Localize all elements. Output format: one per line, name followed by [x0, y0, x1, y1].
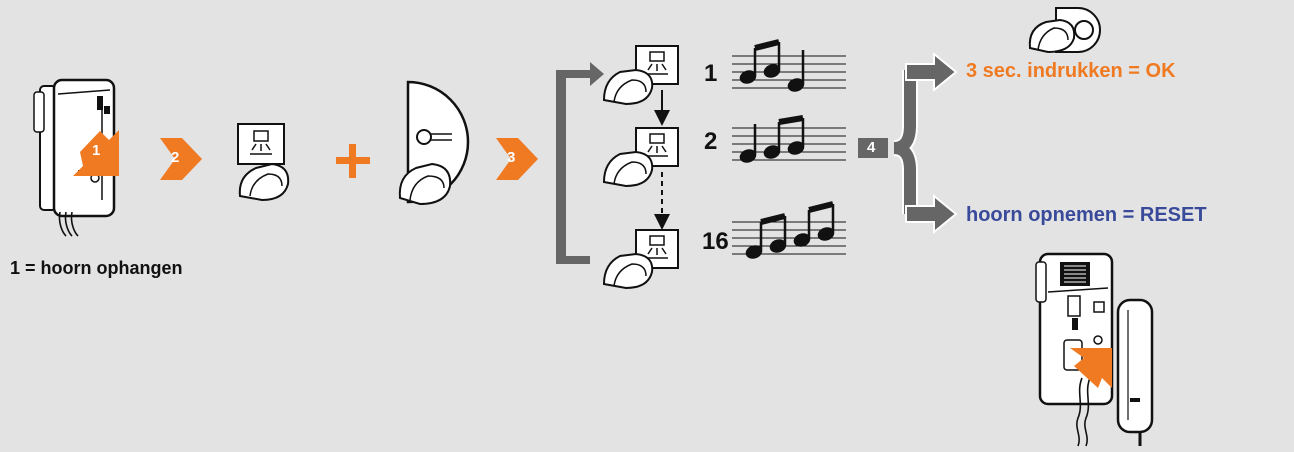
door-button-press-icon: [237, 123, 290, 202]
loop-bracket-icon: [556, 62, 604, 264]
ok-result-label: 3 sec. indrukken = OK: [966, 60, 1176, 82]
tone-2-icon: [732, 115, 846, 163]
sequence-number-2: 2: [704, 128, 718, 155]
step-1-badge: 1: [92, 142, 101, 159]
sequence-button-1-icon: [602, 45, 679, 106]
step-2-badge: 2: [171, 149, 180, 166]
step-arrow-2-icon: [160, 138, 202, 180]
key-button-small-icon: [1028, 7, 1101, 54]
hang-up-arrow-icon: [73, 130, 119, 176]
key-button-press-icon: [398, 80, 470, 206]
lifted-handset-icon: [1116, 298, 1154, 446]
sequence-number-16: 16: [702, 228, 729, 255]
step-arrow-3-icon: [496, 138, 538, 180]
plus-icon: [336, 144, 370, 178]
split-brace-icon: [893, 51, 958, 235]
tone-1-icon: [732, 39, 846, 92]
reset-result-label: hoorn opnemen = RESET: [966, 204, 1207, 226]
sequence-button-16-icon: [602, 229, 679, 290]
tone-16-icon: [732, 201, 846, 259]
step-3-badge: 3: [507, 149, 516, 166]
hang-up-caption: 1 = hoorn ophangen: [10, 258, 183, 278]
lift-handset-arrow-icon: [1070, 348, 1112, 388]
sequence-number-1: 1: [704, 60, 718, 87]
step-4-badge: 4: [867, 139, 876, 156]
sequence-button-2-icon: [602, 127, 679, 188]
step-4-badge-bg: [858, 138, 888, 158]
